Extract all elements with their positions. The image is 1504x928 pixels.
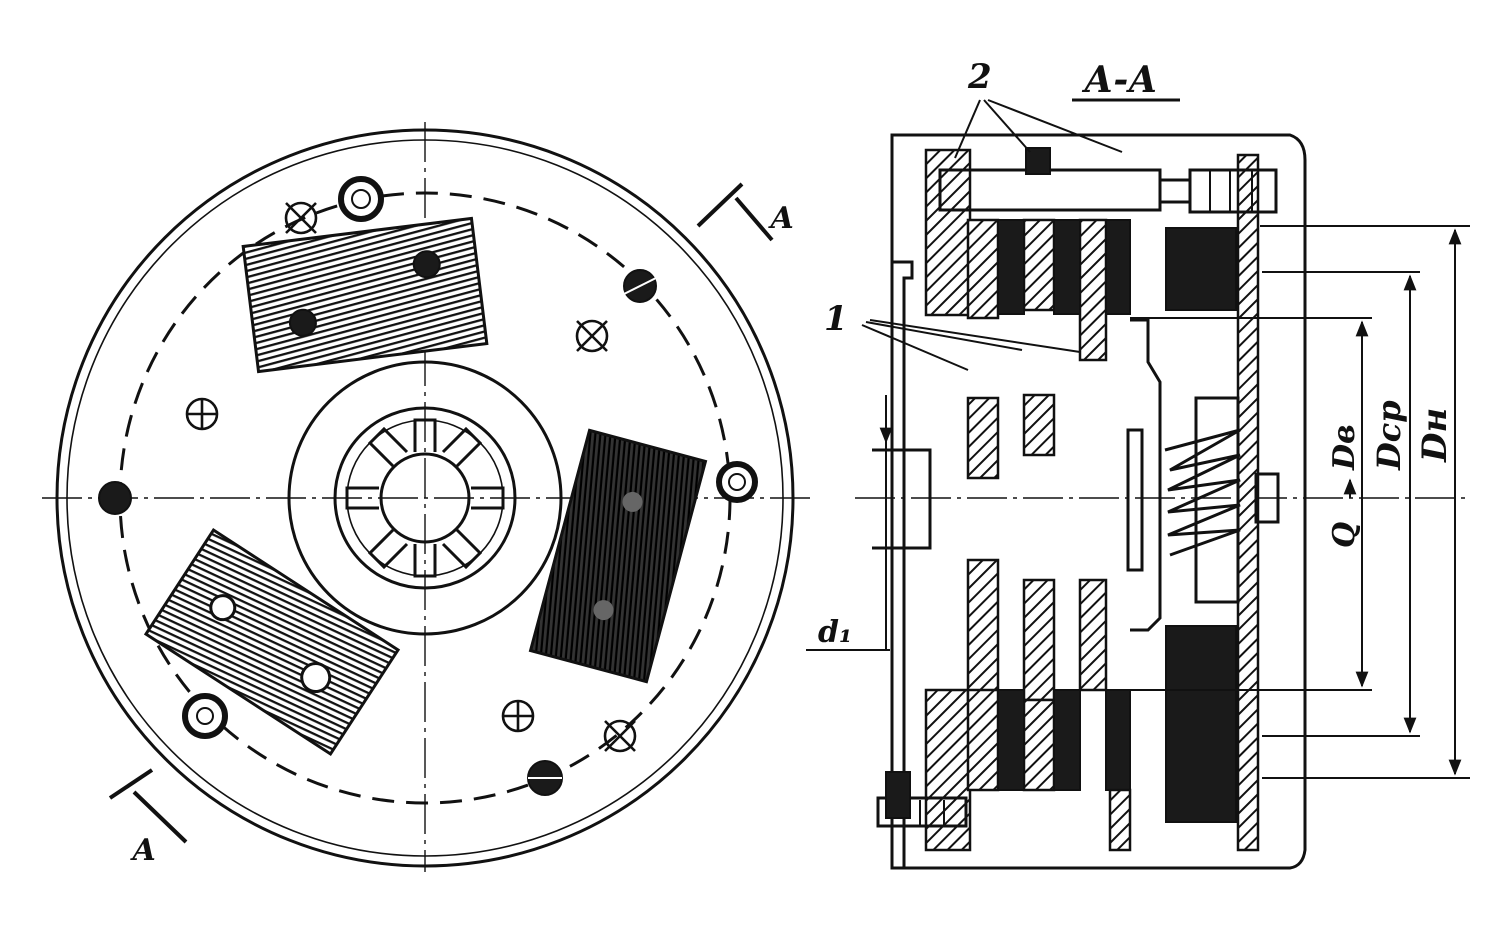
friction-disc-stack	[924, 148, 1260, 852]
housing-outer-rim	[55, 128, 795, 868]
through-bolt	[938, 147, 1278, 214]
pressure-plate-and-spring	[1126, 318, 1280, 632]
callout-friction-discs: 1	[824, 299, 848, 339]
front-view: А А	[42, 122, 812, 872]
housing-inner-rim	[66, 139, 784, 857]
section-mark-bottom: А	[130, 833, 156, 868]
leader-lines	[861, 99, 1123, 371]
dimension-lines	[806, 225, 1470, 779]
brake-pad-bottom-left	[143, 528, 401, 756]
bottom-bolt	[876, 771, 968, 828]
dim-outer-label: Dн	[1415, 408, 1455, 463]
section-cut-marks	[108, 182, 774, 844]
section-title: А-А	[1081, 59, 1158, 101]
crossed-holes	[185, 201, 637, 753]
section-view: А-А	[806, 57, 1470, 870]
shaft-stub	[872, 448, 932, 550]
dim-mean-label: Dср	[1370, 400, 1408, 471]
hub-disc	[287, 360, 563, 636]
housing-flange-step	[892, 260, 914, 868]
brake-pad-right	[528, 428, 708, 684]
callout-pads: 2	[967, 57, 992, 97]
splined-hub-outer	[333, 406, 517, 590]
housing-section-outline	[890, 133, 1307, 870]
spline-teeth	[345, 418, 505, 578]
brake-pad-top	[241, 216, 489, 374]
force-q-label: Q	[1327, 522, 1362, 548]
shaft-bore	[379, 452, 471, 544]
dim-shaft-label: d₁	[818, 615, 852, 650]
filled-bolts	[98, 269, 661, 796]
ring-bolts	[182, 176, 758, 739]
dim-inner-label: Dв	[1327, 424, 1362, 471]
section-mark-top: А	[768, 201, 794, 236]
